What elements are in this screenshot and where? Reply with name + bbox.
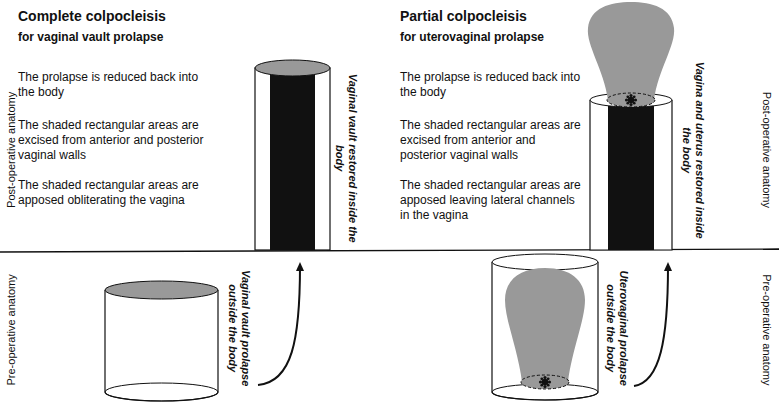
panel-title: Complete colpocleisis (18, 8, 166, 26)
figure-label: Vagina and uterus restored inside the bo… (679, 58, 705, 243)
curved-arrow (258, 266, 300, 385)
uterovaginal-post-op-cylinder (588, 2, 674, 250)
section-label: Pre-operative anatomy (759, 274, 773, 385)
section-label: Post-operative anatomy (759, 92, 773, 208)
panel-title: Partial colpocleisis (400, 8, 527, 26)
step-text: The shaded rectangular areas are apposed… (400, 178, 582, 223)
panel-subtitle: for vaginal vault prolapse (18, 30, 163, 45)
cervix-symbol (539, 376, 551, 388)
figure-label: Uterovaginal prolapse outside the body (603, 266, 629, 391)
step-text: The prolapse is reduced back into the bo… (18, 70, 218, 100)
vault-pre-op-cylinder (105, 281, 218, 401)
step-text: The shaded rectangular areas are excised… (18, 118, 218, 163)
uterus-shape (588, 2, 674, 100)
step-text: The shaded rectangular areas are excised… (400, 118, 582, 163)
uterus-shape (505, 268, 585, 382)
panel-subtitle: for uterovaginal prolapse (400, 30, 544, 45)
section-label: Pre-operative anatomy (5, 274, 19, 385)
curved-arrow (634, 266, 668, 386)
step-text: The shaded rectangular areas are apposed… (18, 178, 218, 208)
section-label: Post-operative anatomy (5, 92, 19, 208)
uterovaginal-pre-op-cylinder (492, 254, 598, 400)
vault-post-op-cylinder (255, 60, 330, 250)
step-text: The prolapse is reduced back into the bo… (400, 70, 582, 100)
figure-label: Vaginal vault prolapse outside the body (225, 266, 251, 391)
cervix-symbol (625, 94, 637, 106)
figure-label: Vaginal vault restored inside the body (333, 73, 359, 243)
